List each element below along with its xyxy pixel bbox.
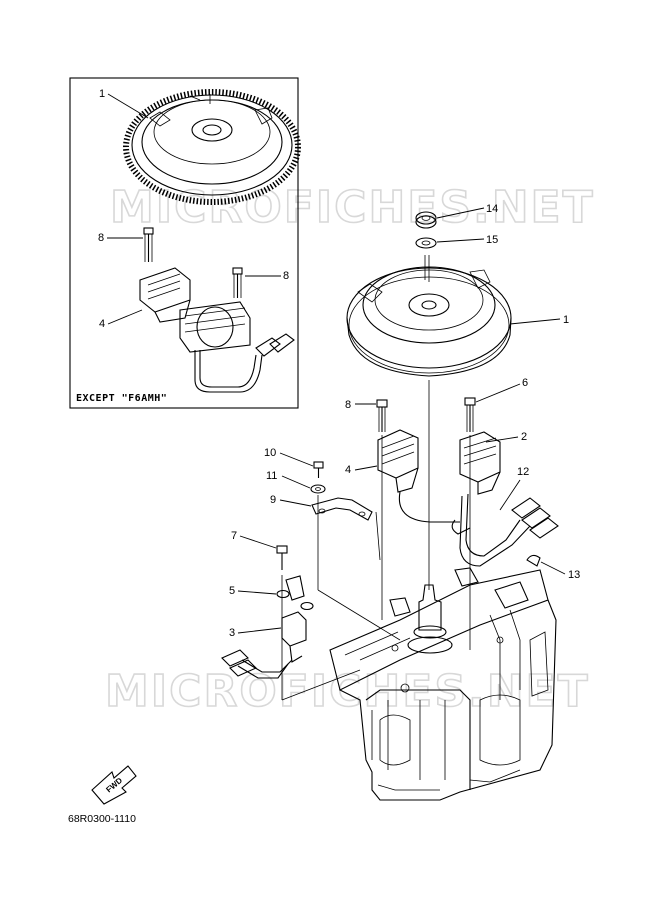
woodruff-key-13 <box>526 554 541 567</box>
callout-12: 12 <box>517 466 529 478</box>
wire-harness-12 <box>398 491 559 567</box>
callout-15: 15 <box>486 234 498 246</box>
callout-1: 1 <box>563 314 569 326</box>
clamp-9 <box>311 497 373 521</box>
bolt-6 <box>464 397 476 432</box>
diagram-code: 68R0300-1110 <box>68 813 136 825</box>
inset-caption: EXCEPT "F6AMH" <box>76 393 167 404</box>
inset-charge-coil <box>179 301 251 353</box>
bolt-8 <box>376 399 388 432</box>
inset-panel: 1 8 8 4 EXCEPT "F6AMH" <box>69 77 301 409</box>
callout-14: 14 <box>486 203 498 215</box>
flywheel-main <box>346 255 512 377</box>
fwd-arrow: FWD <box>91 765 137 805</box>
callout-6: 6 <box>522 377 528 389</box>
watermark-top: MICROFICHES.NET <box>110 182 595 233</box>
bracket-5 <box>276 575 314 611</box>
inset-wire-leads <box>194 333 295 393</box>
callout-10: 10 <box>264 447 276 459</box>
washer-15 <box>415 237 437 249</box>
callout-2: 2 <box>521 431 527 443</box>
callout-5: 5 <box>229 585 235 597</box>
bolt-10 <box>313 461 324 478</box>
fwd-label: FWD <box>104 776 124 795</box>
inset-callout-1: 1 <box>99 88 105 100</box>
charge-coil-2 <box>459 431 501 495</box>
callout-9: 9 <box>270 494 276 506</box>
inset-callout-4: 4 <box>99 318 105 330</box>
nut-14 <box>415 211 437 229</box>
callout-3: 3 <box>229 627 235 639</box>
watermark-bottom: MICROFICHES.NET <box>105 666 590 717</box>
pulser-3 <box>221 611 307 679</box>
inset-bolt-right <box>232 267 243 298</box>
inset-bolt-upper <box>143 227 154 262</box>
powerhead-block <box>329 567 557 801</box>
inset-callout-8a: 8 <box>98 232 104 244</box>
reference-lines <box>281 380 471 701</box>
pulser-coil-4 <box>377 429 419 493</box>
inset-pulser-coil <box>139 267 191 323</box>
bolt-7 <box>276 545 288 570</box>
inset-callout-8b: 8 <box>283 270 289 282</box>
callout-11: 11 <box>266 470 277 482</box>
callout-4: 4 <box>345 464 351 476</box>
inset-flywheel <box>123 89 301 205</box>
callout-7: 7 <box>231 530 237 542</box>
callout-13: 13 <box>568 569 580 581</box>
callout-8: 8 <box>345 399 351 411</box>
washer-11 <box>310 484 326 494</box>
